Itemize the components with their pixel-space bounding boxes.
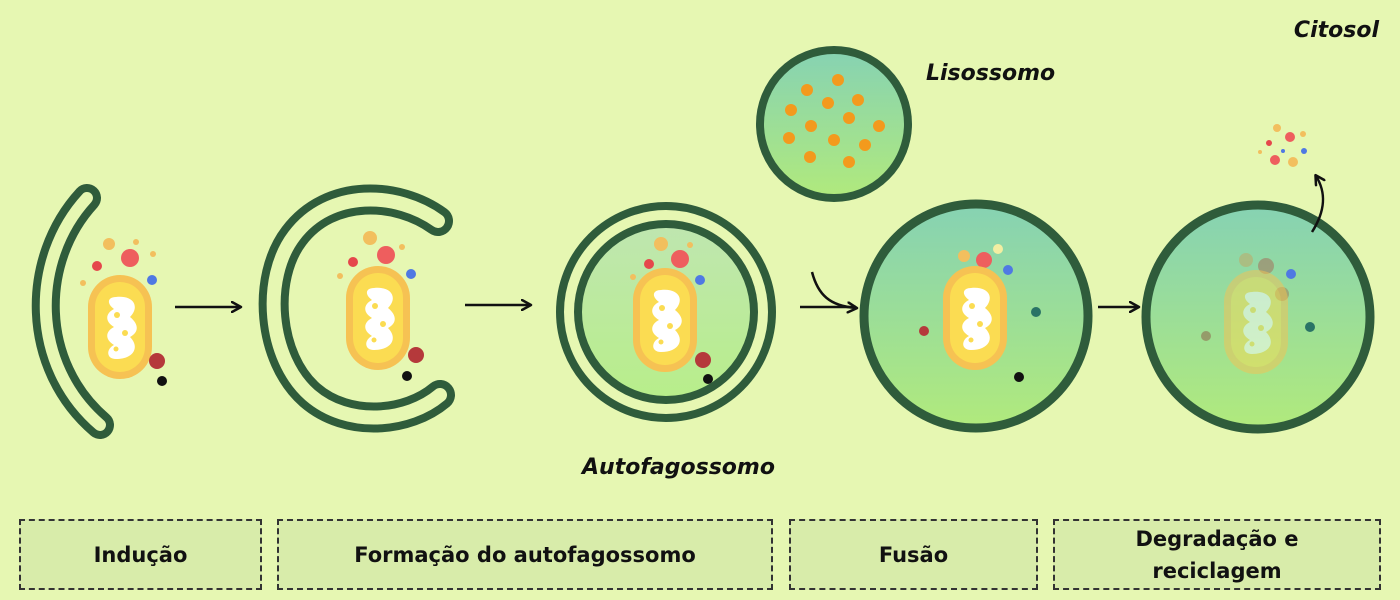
cargo-molecules-4: [919, 244, 1041, 336]
particle-3: [703, 374, 713, 384]
arrow-release: [1310, 176, 1323, 233]
lysosome-enzymes: [783, 74, 885, 168]
stage-degradation-recycling: Degradação e reciclagem: [1053, 519, 1381, 590]
stage-induction: Indução: [19, 519, 262, 590]
cytosol-label: Citosol: [1293, 18, 1379, 43]
stage-autophagosome-formation: Formação do autofagossomo: [277, 519, 773, 590]
degraded-mitochondrion: [1224, 270, 1288, 374]
phagophore-expanding: [258, 184, 455, 433]
stage-label: Fusão: [878, 542, 949, 567]
stage-fusion: Fusão: [789, 519, 1038, 590]
mitochondrion-3: [633, 268, 697, 372]
protein-aggregate-2: [408, 347, 424, 363]
mitochondrion-4: [943, 266, 1007, 370]
phagophore-crescent: [31, 184, 114, 439]
cargo-molecules-3: [630, 237, 705, 285]
autophagosome-label: Autofagossomo: [582, 455, 775, 480]
released-nutrients: [1258, 124, 1307, 167]
protein-aggregate-3: [695, 352, 711, 368]
stage-label: Indução: [93, 542, 188, 567]
mitochondrion-1: [88, 275, 152, 379]
cargo-molecules-2: [337, 231, 416, 279]
stage-label: Degradação e reciclagem: [1135, 526, 1299, 583]
lysosome-label: Lisossomo: [926, 61, 1056, 86]
stage-label: Formação do autofagossomo: [354, 542, 696, 567]
cargo-molecules-1: [80, 238, 157, 286]
recycled-particle: [1305, 322, 1315, 332]
particle-4: [1014, 372, 1024, 382]
lysosome: [756, 46, 912, 202]
protein-aggregate-1: [149, 353, 165, 369]
recycled-molecule: [1286, 269, 1296, 279]
arrow-fusion-curved: [810, 271, 856, 308]
mitochondrion-2: [346, 266, 410, 370]
particle-1: [157, 376, 167, 386]
particle-2: [402, 371, 412, 381]
